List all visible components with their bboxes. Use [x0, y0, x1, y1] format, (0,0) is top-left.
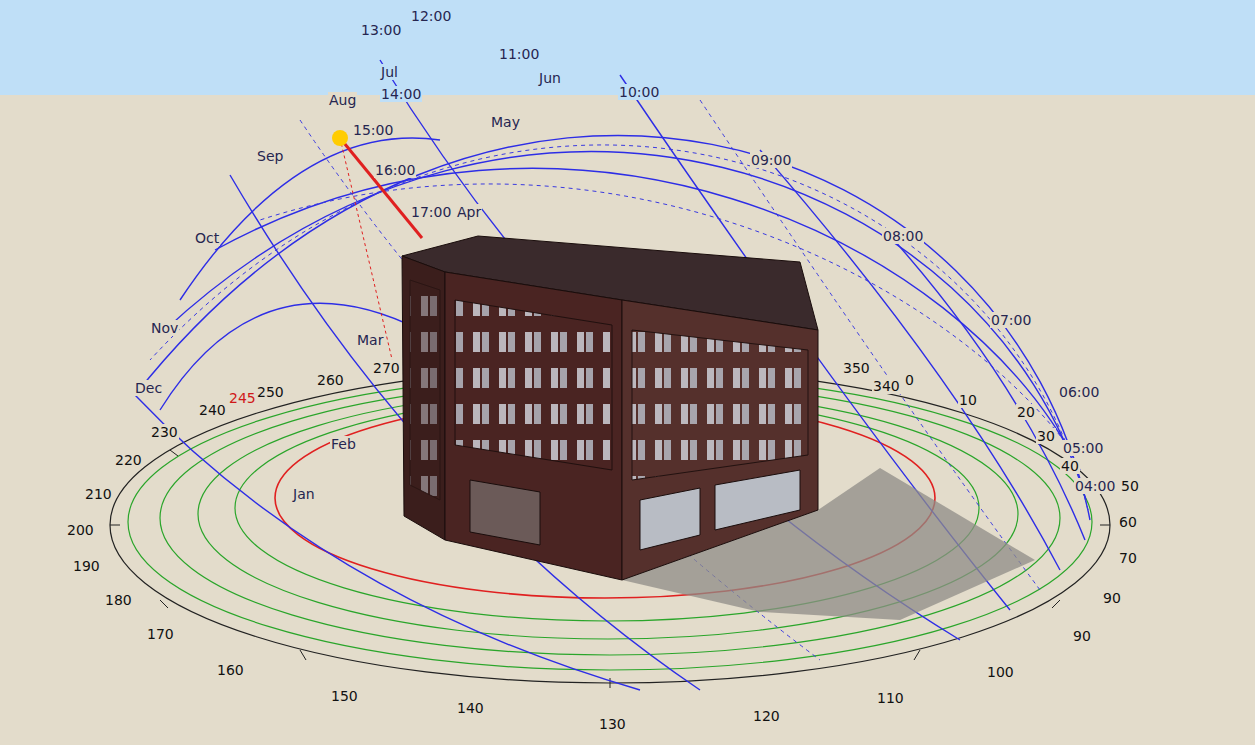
azimuth-label: 60	[1118, 514, 1138, 530]
azimuth-label: 30	[1036, 428, 1056, 444]
azimuth-label: 90	[1072, 628, 1092, 644]
building-face	[445, 272, 622, 580]
azimuth-label: 245	[228, 390, 257, 406]
entrance	[470, 480, 540, 545]
azimuth-label: 120	[752, 708, 781, 724]
time-label: 09:00	[750, 152, 792, 168]
time-label: 07:00	[990, 312, 1032, 328]
time-label: Feb	[330, 436, 357, 452]
azimuth-label: 170	[146, 626, 175, 642]
azimuth-label: 100	[986, 664, 1015, 680]
time-label: Mar	[356, 332, 384, 348]
shop-window	[640, 488, 700, 550]
azimuth-label: 340	[872, 378, 901, 394]
time-label: 10:00	[618, 84, 660, 100]
azimuth-label: 220	[114, 452, 143, 468]
building	[402, 236, 818, 580]
sun	[332, 130, 348, 146]
time-label: 15:00	[352, 122, 394, 138]
azimuth-label: 190	[72, 558, 101, 574]
time-label: Sep	[256, 148, 284, 164]
azimuth-label: 250	[256, 384, 285, 400]
azimuth-label: 260	[316, 372, 345, 388]
azimuth-label: 210	[84, 486, 113, 502]
window-grid	[410, 280, 440, 500]
sun-path-dashed	[150, 100, 1088, 660]
azimuth-label: 70	[1118, 550, 1138, 566]
time-label: 04:00	[1074, 478, 1116, 494]
azimuth-label: 270	[372, 360, 401, 376]
building-face	[402, 256, 445, 540]
time-label: 13:00	[360, 22, 402, 38]
time-label: Apr	[456, 204, 482, 220]
azimuth-label: 200	[66, 522, 95, 538]
time-label: 08:00	[882, 228, 924, 244]
building-face	[622, 300, 818, 580]
time-label: Jul	[380, 64, 399, 80]
time-label: 11:00	[498, 46, 540, 62]
time-label: Jan	[292, 486, 316, 502]
time-label: Dec	[134, 380, 163, 396]
sun-path-dome	[135, 60, 1090, 690]
ground	[0, 95, 1255, 745]
shop-window	[715, 470, 800, 530]
azimuth-label: 10	[958, 392, 978, 408]
time-label: 17:00	[410, 204, 452, 220]
time-label: 14:00	[380, 86, 422, 102]
azimuth-label: 160	[216, 662, 245, 678]
azimuth-label: 350	[842, 360, 871, 376]
time-label: Oct	[194, 230, 220, 246]
azimuth-label: 20	[1016, 404, 1036, 420]
time-label: Nov	[150, 320, 179, 336]
azimuth-label: 230	[150, 424, 179, 440]
time-label: 05:00	[1062, 440, 1104, 456]
azimuth-label: 180	[104, 592, 133, 608]
azimuth-label: 130	[598, 716, 627, 732]
azimuth-label: 0	[904, 372, 915, 388]
sky	[0, 0, 1255, 95]
time-label: May	[490, 114, 521, 130]
azimuth-label: 40	[1060, 458, 1080, 474]
sun-ray	[340, 138, 422, 238]
azimuth-label: 240	[198, 402, 227, 418]
window-grid	[455, 300, 612, 470]
azimuth-label: 90	[1102, 590, 1122, 606]
time-label: 06:00	[1058, 384, 1100, 400]
time-label: Jun	[538, 70, 562, 86]
time-label: Aug	[328, 92, 357, 108]
azimuth-label: 140	[456, 700, 485, 716]
time-label: 16:00	[374, 162, 416, 178]
azimuth-label: 110	[876, 690, 905, 706]
azimuth-label: 150	[330, 688, 359, 704]
time-label: 12:00	[410, 8, 452, 24]
azimuth-label: 50	[1120, 478, 1140, 494]
window-grid	[632, 330, 808, 480]
